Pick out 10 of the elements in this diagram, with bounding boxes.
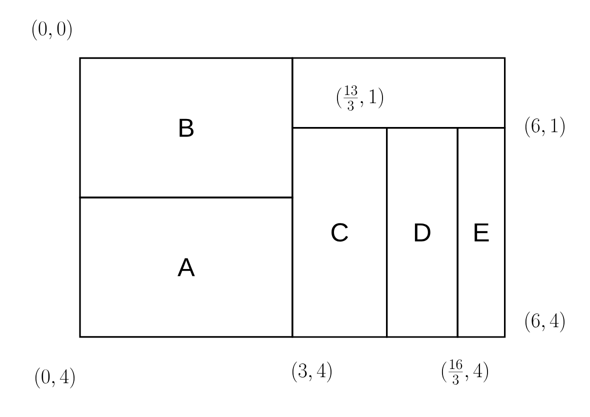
empty-region-box (292, 57, 506, 129)
region-box: D (386, 127, 458, 338)
region-box: B (79, 57, 294, 198)
region-box: C (292, 127, 388, 338)
region-box: A (79, 196, 294, 338)
coordinate-label: $(\frac{16}{3},4)$ (442, 359, 488, 385)
coordinate-label: $(\frac{13}{3},1)$ (336, 85, 383, 111)
coordinate-label: $(3,4)$ (292, 362, 332, 382)
coordinate-label: $(6,1)$ (525, 116, 564, 138)
region-box: E (456, 127, 506, 338)
